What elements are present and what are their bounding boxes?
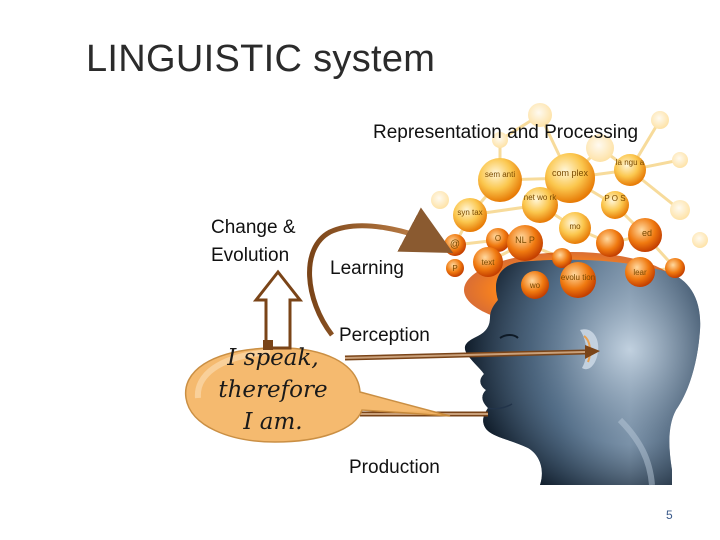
speech-line-2: therefore xyxy=(218,377,328,403)
bubble-label-ed: ed xyxy=(641,228,652,238)
bubble-complex xyxy=(545,153,595,203)
speech-bubble xyxy=(184,347,451,443)
perception-label: Perception xyxy=(339,325,430,346)
perception-arrow xyxy=(344,345,600,361)
concept-bubbles xyxy=(444,153,685,299)
bubble-q xyxy=(665,258,685,278)
representation-label: Representation and Processing xyxy=(373,122,639,143)
learning-label: Learning xyxy=(330,258,404,279)
slide-title: LINGUISTIC system xyxy=(86,38,436,80)
bubble-label-semantics: sem anti xyxy=(484,170,516,179)
speech-line-1: I speak, xyxy=(227,345,319,371)
bubble-label-pos: P O S xyxy=(604,194,626,203)
speech-line-3: I am. xyxy=(243,409,303,435)
bubble-label-language: la ngu a xyxy=(615,158,645,167)
bubble-syntax xyxy=(453,198,487,232)
bubble-pos xyxy=(601,191,629,219)
bubble-word xyxy=(521,271,549,299)
bubble-nlp xyxy=(507,225,543,261)
bubble-label-o: O xyxy=(494,234,502,243)
head-illustration xyxy=(464,259,701,486)
bubble-o xyxy=(486,228,510,252)
bubble-label-nlp: NL P xyxy=(515,235,535,245)
change-label: Change & xyxy=(211,217,296,238)
bubble-t xyxy=(552,248,572,268)
learning-arrow xyxy=(307,207,454,337)
bubble-learn xyxy=(625,257,655,287)
faint-bubbles xyxy=(431,103,708,248)
evolution-up-arrow xyxy=(252,269,304,350)
bubble-label-evolution: evolu tion xyxy=(560,273,596,282)
bubble-semantics xyxy=(478,158,522,202)
bubble-label-text: text xyxy=(481,258,495,267)
bubble-p xyxy=(446,259,464,277)
bubble-network xyxy=(522,187,558,223)
bubble-ed xyxy=(628,218,662,252)
evolution-label: Evolution xyxy=(211,245,290,266)
bubble-evolution xyxy=(560,262,596,298)
bubble-text xyxy=(473,247,503,277)
bubble-label-at: @ xyxy=(449,239,461,250)
bubble-label-learn: lear xyxy=(633,268,647,277)
bubble-label-complex: com plex xyxy=(551,168,588,178)
bubble-label-network: net wo rk xyxy=(523,193,557,202)
production-label: Production xyxy=(349,457,440,478)
bubble-label-p: P xyxy=(452,264,458,273)
bubble-label-syntax: syn tax xyxy=(457,208,483,217)
bubble-label-morph: mo xyxy=(569,222,581,231)
bubble-language xyxy=(614,154,646,186)
speech-text: I speak, therefore I am. xyxy=(188,342,358,438)
page-number: 5 xyxy=(666,508,673,522)
bubble-label-word: wo xyxy=(529,281,541,290)
bubble-morph xyxy=(559,212,591,244)
bubble-nd xyxy=(596,229,624,257)
